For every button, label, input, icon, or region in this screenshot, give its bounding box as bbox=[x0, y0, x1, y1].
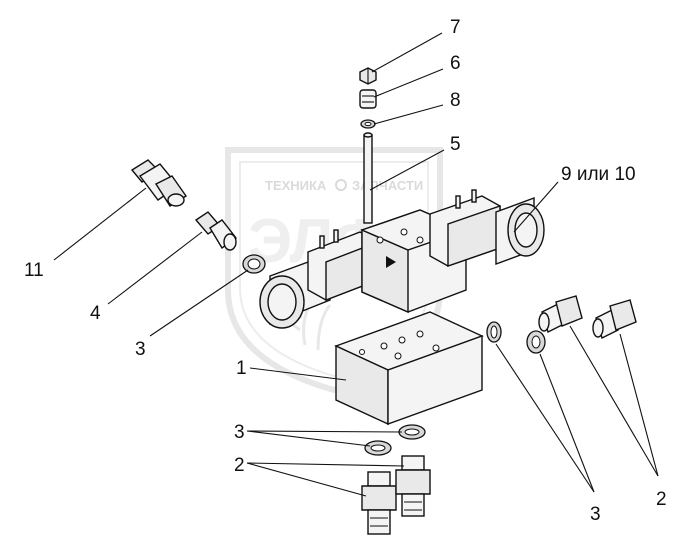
callout-8: 8 bbox=[450, 90, 461, 111]
part-11-hose-fitting bbox=[130, 159, 187, 207]
part-2-fitting-bottom-b bbox=[395, 455, 431, 517]
part-1-base-block bbox=[334, 311, 484, 426]
callout-3-left: 3 bbox=[135, 339, 146, 360]
callout-3-bottom: 3 bbox=[234, 422, 245, 443]
callout-2-bottom: 2 bbox=[234, 455, 245, 476]
part-3-seal-right-a bbox=[486, 321, 502, 343]
part-6-cap bbox=[359, 89, 377, 109]
part-8-ring bbox=[360, 119, 376, 129]
leader-lines bbox=[53, 32, 659, 497]
part-2-fitting-right-b bbox=[592, 299, 637, 339]
part-7-nut bbox=[359, 67, 377, 85]
part-3-seal-left bbox=[242, 254, 266, 274]
callout-1: 1 bbox=[236, 358, 247, 379]
callout-5: 5 bbox=[450, 134, 461, 155]
callout-labels: 7 6 8 5 9 или 10 11 4 3 1 3 2 3 2 bbox=[24, 17, 667, 525]
part-3-seal-bottom-a bbox=[364, 440, 392, 456]
callout-6: 6 bbox=[450, 53, 461, 74]
gear-icon bbox=[335, 179, 347, 191]
callout-4: 4 bbox=[90, 303, 101, 324]
part-3-seal-right-b bbox=[526, 330, 546, 354]
part-2-fitting-bottom-a bbox=[361, 471, 397, 535]
callout-9-or-10: 9 или 10 bbox=[561, 164, 636, 185]
callout-7: 7 bbox=[450, 17, 461, 38]
watermark-brand-left: ТЕХНИКА bbox=[265, 178, 327, 193]
part-2-fitting-right-a bbox=[538, 295, 583, 333]
part-3-seal-bottom-b bbox=[398, 424, 426, 440]
valve-right-solenoid bbox=[429, 189, 545, 267]
part-4-adapter bbox=[194, 211, 238, 251]
callout-2-right: 2 bbox=[656, 489, 667, 510]
valve-left-solenoid bbox=[259, 229, 379, 329]
part-5-rod bbox=[363, 132, 373, 224]
callout-11: 11 bbox=[24, 260, 44, 281]
callout-3-right: 3 bbox=[590, 504, 601, 525]
